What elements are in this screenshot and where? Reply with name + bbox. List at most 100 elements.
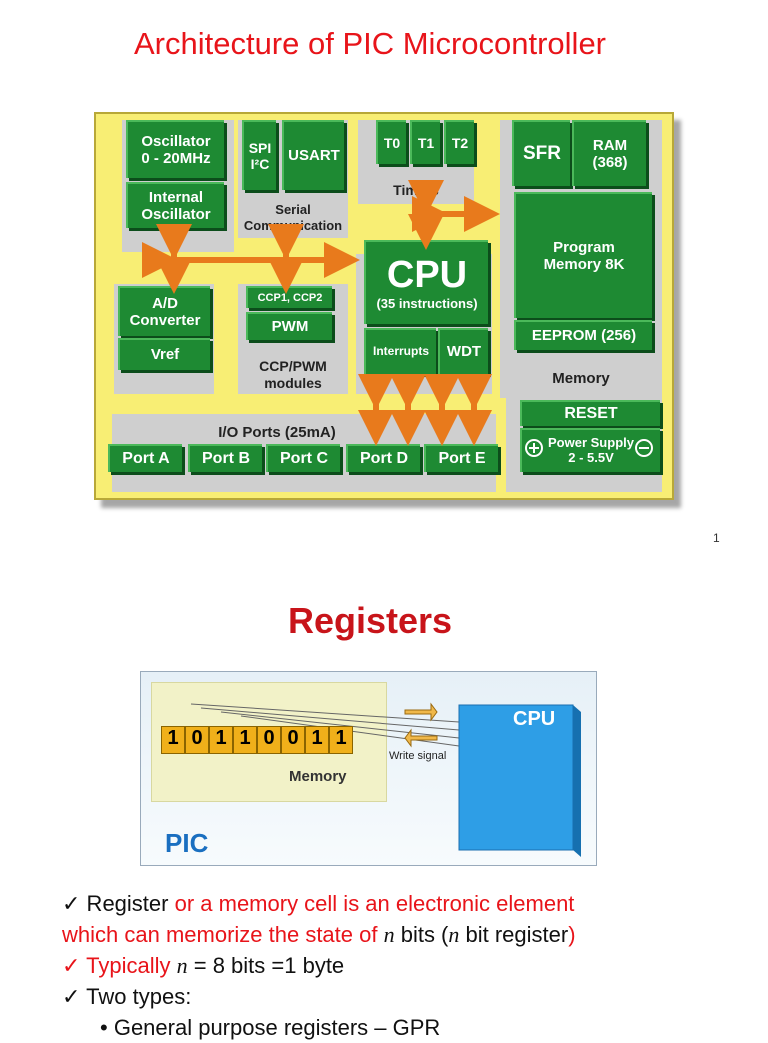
write-signal-caption: Write signal	[389, 750, 447, 762]
cpu-caption: CPU	[513, 708, 556, 730]
register-bits: 1 0 1 1 0 0 1 1	[161, 726, 353, 754]
ram-block: RAM (368)	[572, 120, 646, 186]
oscillator-text: Oscillator 0 - 20MHz	[141, 132, 211, 167]
bullet-1-text-d: bits (	[394, 922, 449, 947]
bus-arrows	[142, 180, 500, 446]
port-d-block: Port D	[346, 444, 420, 472]
memory-label: Memory	[552, 370, 610, 387]
io-label: I/O Ports (25mA)	[218, 424, 336, 441]
interrupts-block: Interrupts	[364, 328, 436, 374]
write-arrow-icon	[404, 728, 438, 748]
bit-cell: 1	[329, 726, 353, 754]
reset-block: RESET	[520, 400, 660, 426]
pic-architecture-diagram: Serial Communication Timers Memory CCP/P…	[94, 112, 674, 500]
port-a-text: Port A	[122, 449, 170, 467]
i2c-text: I²C	[250, 156, 270, 172]
bit-cell: 1	[209, 726, 233, 754]
bullet-1-text-a: Register	[80, 891, 175, 916]
cpu-block: CPU (35 instructions)	[364, 240, 488, 324]
spi-text: SPI	[248, 139, 272, 156]
bit-cell: 1	[305, 726, 329, 754]
bullet-2-text-a: Typically	[80, 953, 177, 978]
usart-block: USART	[282, 120, 344, 190]
sfr-text: SFR	[523, 143, 561, 165]
bit-cell: 0	[281, 726, 305, 754]
pwm-block: PWM	[246, 312, 332, 340]
bullet-1-cont: which can memorize the state of n bits (…	[62, 919, 576, 950]
bullet-1-text-e: bit register	[459, 922, 569, 947]
sfr-block: SFR	[512, 120, 570, 186]
bullet-4-text: General purpose registers – GPR	[113, 1015, 441, 1040]
bullet-1-text-c: which can memorize the state of	[62, 922, 384, 947]
ad-converter-block: A/D Converter	[118, 286, 210, 336]
wdt-block: WDT	[438, 328, 488, 374]
bullet-2-n: n	[176, 953, 188, 978]
registers-title: Registers	[287, 600, 453, 641]
bullet-4: • General purpose registers – GPR	[62, 1012, 576, 1043]
vref-text: Vref	[150, 346, 180, 364]
power-supply-text: Power Supply 2 - 5.5V	[548, 435, 634, 465]
check-icon: ✓	[62, 984, 81, 1009]
oscillator-block: Oscillator 0 - 20MHz	[126, 120, 224, 178]
vref-block: Vref	[118, 338, 210, 370]
ad-converter-text: A/D Converter	[129, 294, 201, 329]
bit-cell: 1	[161, 726, 185, 754]
bullet-2: ✓ Typically n = 8 bits =1 byte	[62, 950, 576, 981]
t0-block: T0	[376, 120, 406, 164]
bullet-1-text-f: )	[568, 922, 576, 947]
wdt-text: WDT	[446, 343, 482, 361]
internal-oscillator-text: Internal Oscillator	[141, 188, 211, 223]
bit-cell: 0	[185, 726, 209, 754]
port-e-text: Port E	[438, 449, 486, 467]
bit-cell: 1	[233, 726, 257, 754]
ram-text: RAM (368)	[592, 136, 628, 171]
port-c-text: Port C	[280, 449, 328, 467]
interrupts-text: Interrupts	[372, 344, 429, 359]
bullet-1-n: n	[383, 922, 395, 947]
bullet-3: ✓ Two types:	[62, 981, 576, 1012]
bullet-1-n2: n	[448, 922, 460, 947]
t1-text: T1	[417, 134, 435, 151]
slide-title: Architecture of PIC Microcontroller	[133, 26, 607, 61]
bit-cell: 0	[257, 726, 281, 754]
bullet-2-text-b: = 8 bits =1 byte	[187, 953, 345, 978]
t1-block: T1	[410, 120, 440, 164]
power-polarity-icons	[525, 439, 653, 457]
t2-block: T2	[444, 120, 474, 164]
t0-text: T0	[383, 134, 401, 151]
port-c-block: Port C	[266, 444, 340, 472]
register-graphic	[190, 702, 581, 857]
port-d-text: Port D	[360, 449, 408, 467]
eeprom-text: EEPROM (256)	[531, 327, 637, 345]
pic-caption: PIC	[165, 828, 209, 858]
sub-bullet-icon: •	[100, 1015, 114, 1040]
minus-icon	[635, 439, 653, 457]
memory-caption: Memory	[289, 768, 347, 785]
ccp-text: CCP1, CCP2	[257, 291, 323, 304]
port-b-block: Port B	[188, 444, 262, 472]
port-a-block: Port A	[108, 444, 182, 472]
internal-oscillator-block: Internal Oscillator	[126, 182, 224, 228]
port-b-text: Port B	[202, 449, 250, 467]
program-memory-text: Program Memory 8K	[543, 238, 625, 273]
register-diagram: 1 0 1 1 0 0 1 1 Memory Write signal CPU …	[140, 671, 597, 866]
check-icon: ✓	[62, 891, 81, 916]
spi-i2c-block: SPI I²C	[242, 120, 276, 190]
page-number: 1	[713, 531, 720, 545]
t2-text: T2	[451, 134, 469, 151]
program-memory-block: Program Memory 8K	[514, 192, 652, 318]
pwm-text: PWM	[271, 318, 309, 336]
usart-text: USART	[288, 147, 340, 165]
cpu-instructions-text: (35 instructions)	[376, 296, 478, 312]
bullet-list: ✓ Register or a memory cell is an electr…	[62, 888, 576, 1043]
check-icon: ✓	[62, 953, 81, 978]
plus-icon	[525, 439, 543, 457]
bullet-1: ✓ Register or a memory cell is an electr…	[62, 888, 576, 919]
ccp-label: CCP/PWM modules	[259, 358, 327, 391]
eeprom-block: EEPROM (256)	[514, 320, 652, 350]
bullet-3-text: Two types:	[80, 984, 192, 1009]
cpu-text: CPU	[386, 253, 468, 296]
bullet-1-text-b: or a memory cell is an electronic elemen…	[174, 891, 575, 916]
reset-text: RESET	[564, 404, 618, 422]
double-arrow-icon	[404, 702, 438, 722]
